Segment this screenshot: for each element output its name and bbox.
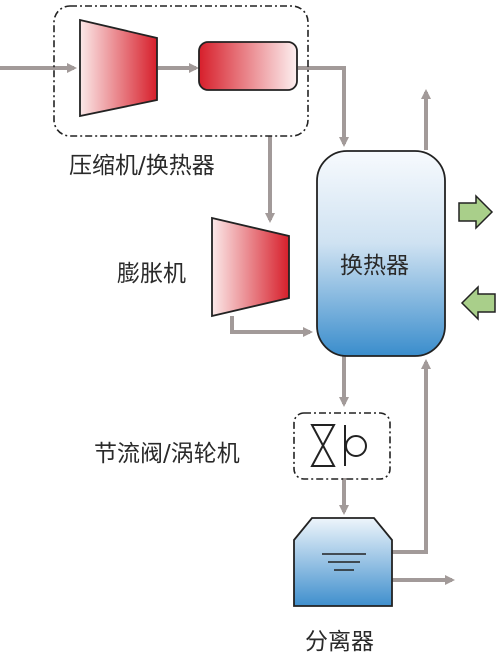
expander-to-hx-pipe: [230, 316, 313, 337]
heat-exchanger-label: 换热器: [340, 253, 409, 279]
compressor-hx-label: 压缩机/换热器: [69, 153, 215, 179]
main-heat-exchanger: [316, 150, 446, 357]
expander-icon: [211, 216, 290, 318]
cooler-to-hx-pipe: [298, 66, 349, 147]
throttle-turbine-label: 节流阀/涡轮机: [94, 441, 240, 467]
pipes: [0, 63, 455, 585]
valve-turbine-group-outline: [293, 412, 391, 480]
compressor-hx-group-outline: [53, 5, 309, 137]
turbine-icon: [344, 425, 367, 466]
heat-in-arrow-icon: [460, 285, 496, 321]
heat-exchanger-icon: [198, 41, 298, 91]
separator-label: 分离器: [305, 629, 374, 655]
valve-icon: [310, 424, 336, 467]
liquid-level-lines: [322, 553, 366, 571]
compressor-icon: [79, 18, 158, 118]
expander-label: 膨胀机: [117, 261, 186, 287]
heat-out-arrow-icon: [458, 194, 494, 230]
separator-vapor-pipe: [390, 359, 431, 554]
